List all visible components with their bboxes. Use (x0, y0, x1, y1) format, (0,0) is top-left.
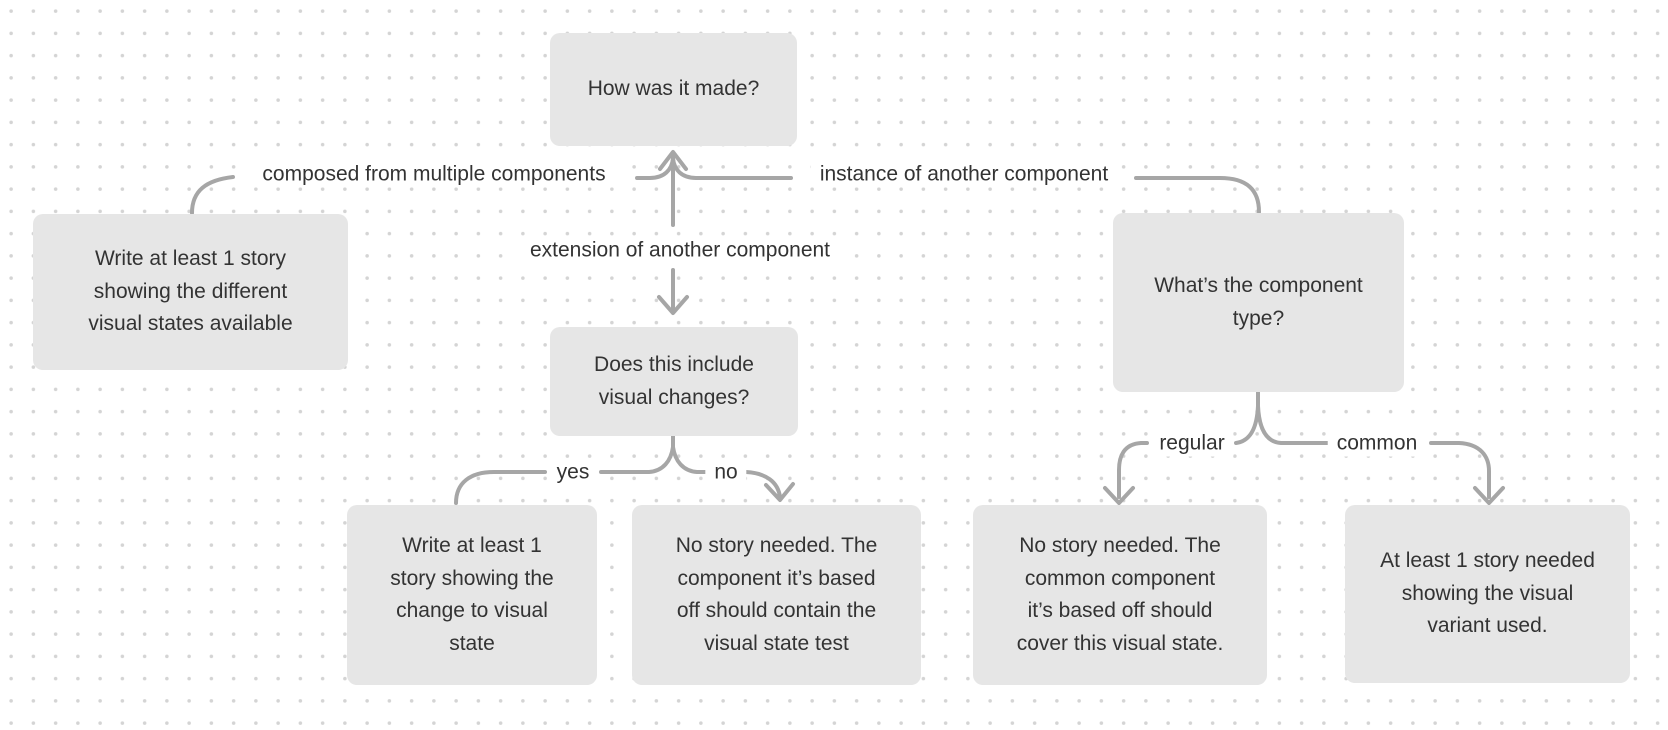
edge-label-extension[interactable]: extension of another component (520, 236, 840, 264)
edge-extension-down-arrow (657, 268, 689, 315)
node-no-story-based-off[interactable]: No story needed. The component it’s base… (632, 505, 921, 685)
edge-visual-fork-yes (599, 445, 675, 474)
edge-label-regular[interactable]: regular (1150, 429, 1234, 457)
node-component-type[interactable]: What’s the component type? (1113, 213, 1404, 392)
edge-label-no[interactable]: no (705, 458, 747, 486)
edge-visual-fork-no (671, 445, 708, 474)
edge-yes-into-change-node (454, 470, 547, 505)
node-story-visual-variant[interactable]: At least 1 story needed showing the visu… (1345, 505, 1630, 683)
edge-no-arrow (744, 470, 795, 502)
edge-regular-arrow (1103, 441, 1149, 505)
node-how-was-it-made[interactable]: How was it made? (550, 33, 797, 146)
edge-instance-into-type-node (1134, 176, 1261, 214)
node-include-visual-changes[interactable]: Does this include visual changes? (550, 327, 798, 436)
node-write-story-change-state[interactable]: Write at least 1 story showing the chang… (347, 505, 597, 685)
edge-common-arrow (1429, 441, 1505, 505)
edge-label-common[interactable]: common (1327, 429, 1427, 457)
edge-composed-into-states-node (190, 175, 235, 215)
edge-fork-right-instance (671, 156, 793, 180)
node-no-story-common-covers[interactable]: No story needed. The common component it… (973, 505, 1267, 685)
edge-type-fork-regular (1234, 404, 1260, 445)
edge-label-instance[interactable]: instance of another component (810, 160, 1118, 188)
edge-label-composed[interactable]: composed from multiple components (253, 160, 615, 188)
edge-label-yes[interactable]: yes (547, 458, 599, 486)
node-write-story-visual-states[interactable]: Write at least 1 story showing the diffe… (33, 214, 348, 370)
edge-type-fork-common (1256, 404, 1331, 445)
